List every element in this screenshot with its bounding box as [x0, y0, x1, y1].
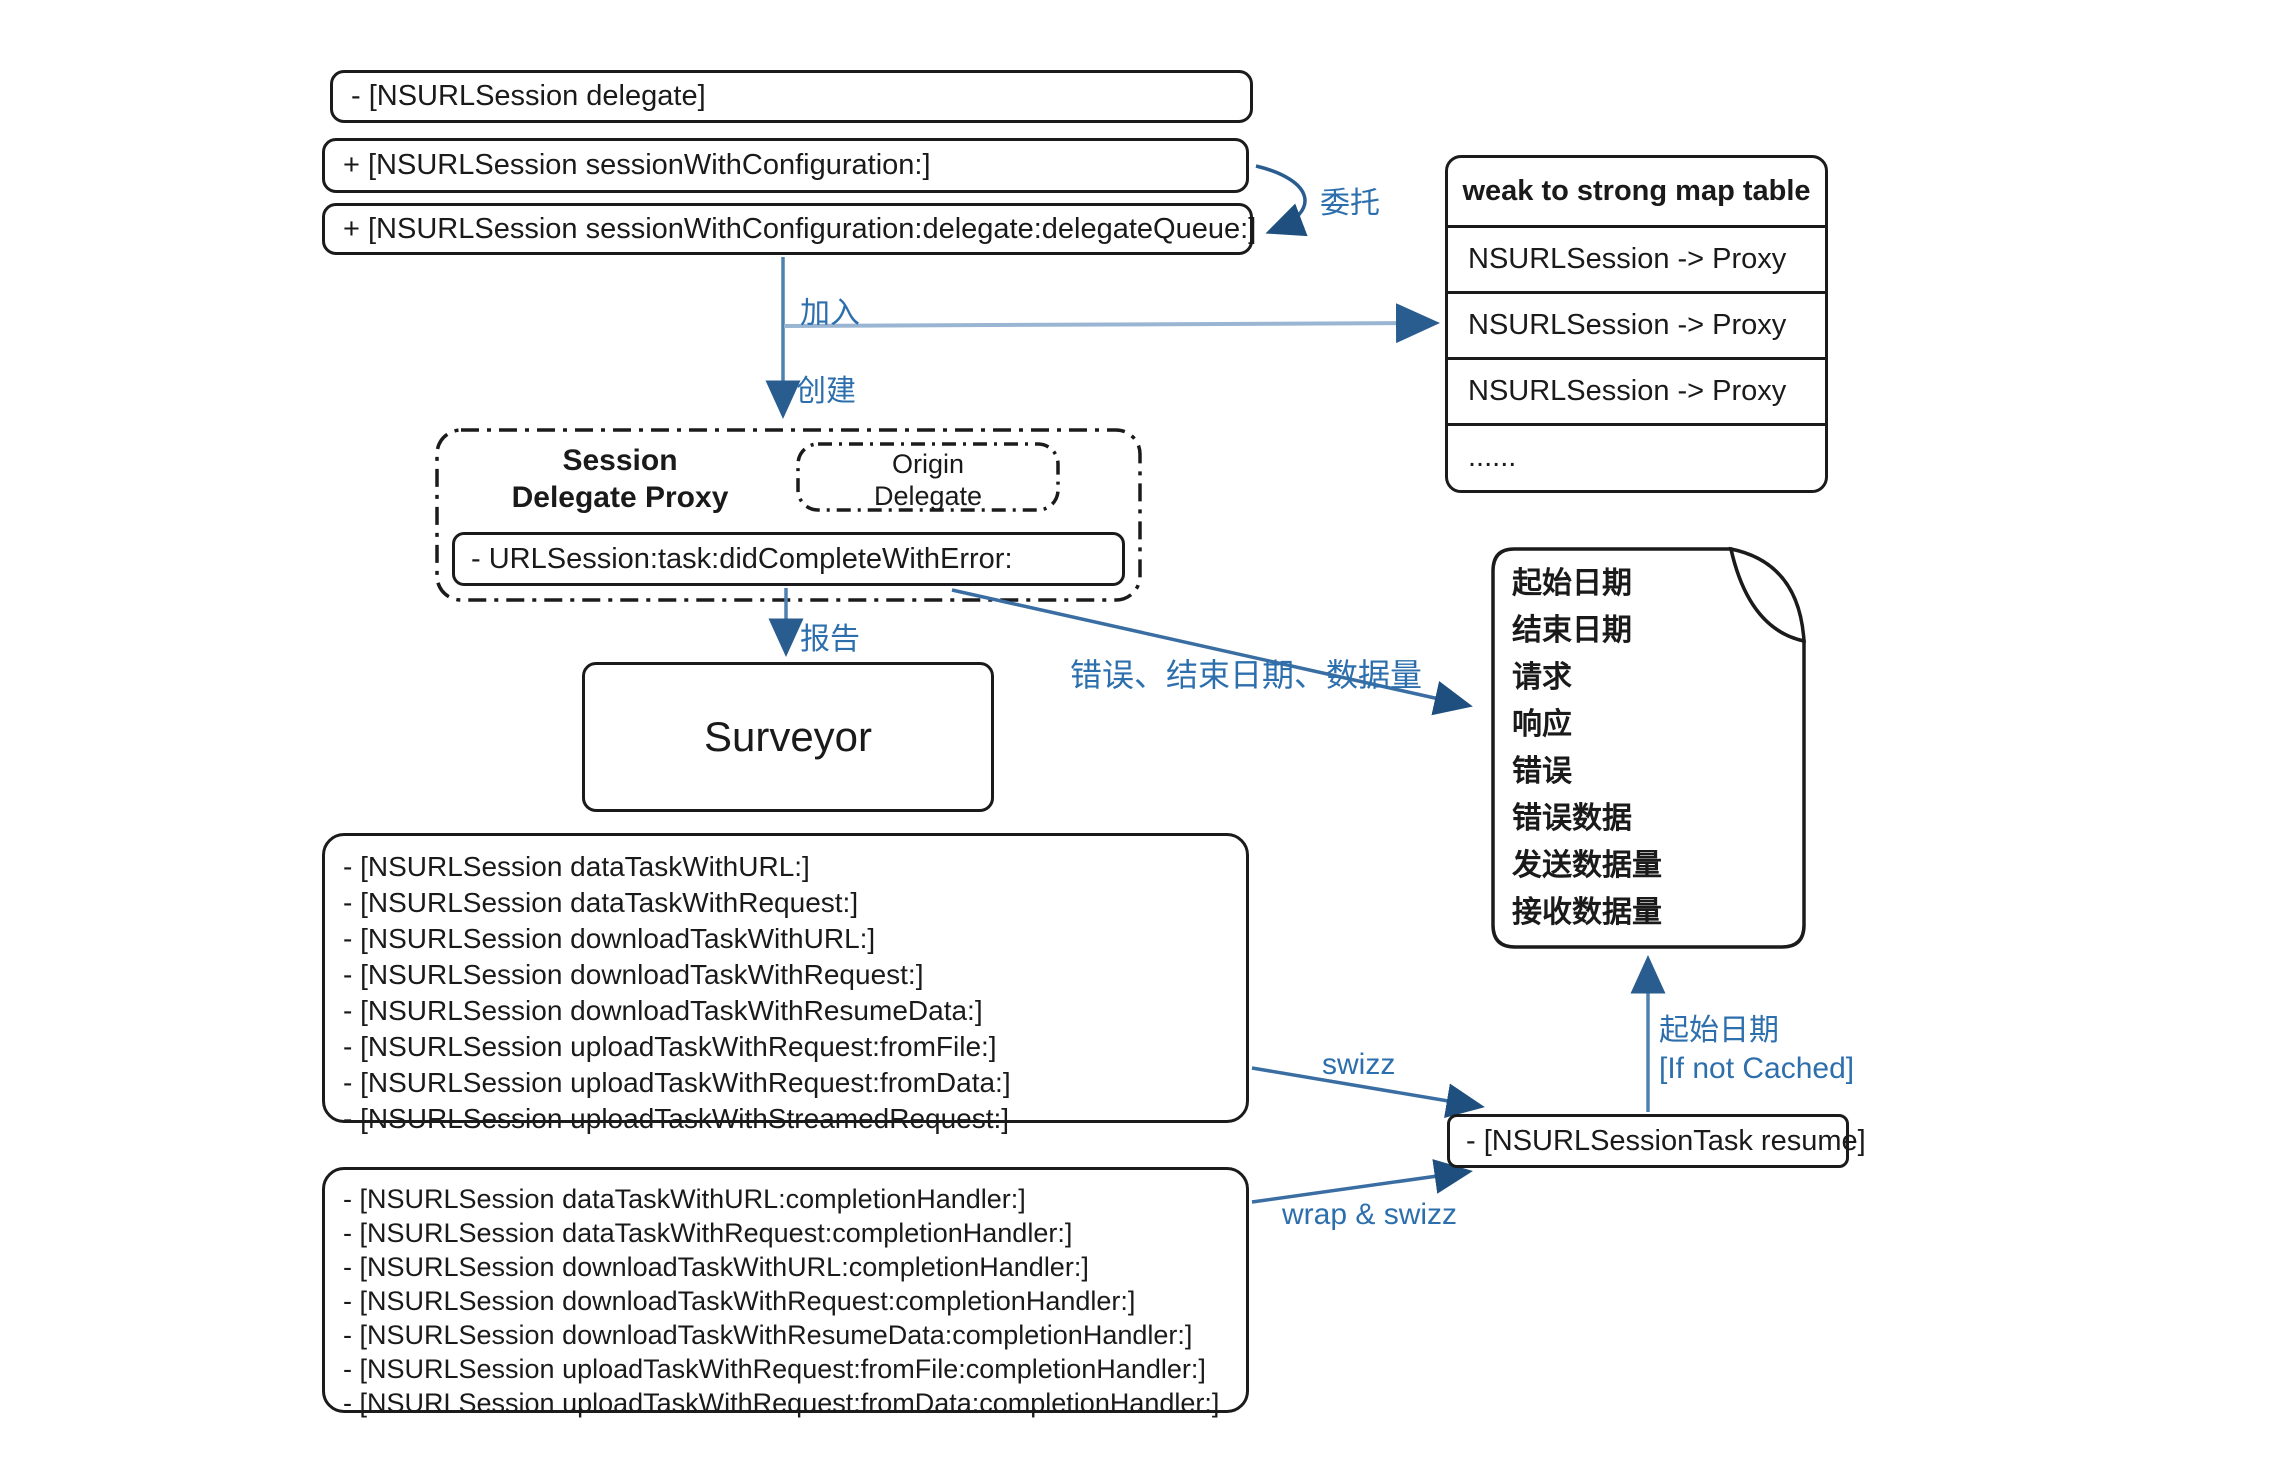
error-info-arrow [951, 588, 1473, 716]
if-not-cached-label: [If not Cached] [1659, 1052, 1855, 1085]
map-table-title: weak to strong map table [1462, 175, 1811, 207]
completion-handler-method: - [NSURLSession uploadTaskWithRequest:fr… [343, 1388, 1220, 1418]
error-info-arrow-label: 错误、结束日期、数据量 [1070, 657, 1423, 693]
task-factory-method: - [NSURLSession downloadTaskWithResumeDa… [343, 995, 983, 1026]
delegate-curve-arrow [1255, 164, 1308, 237]
record-note-field: 发送数据量 [1512, 849, 1662, 882]
join-arrow [783, 303, 1440, 344]
create-arrow-label: 创建 [796, 375, 856, 408]
record-note-fold [1728, 546, 1806, 644]
record-note-field: 接收数据量 [1512, 896, 1662, 929]
did-complete-with-error-box: - URLSession:task:didCompleteWithError: [452, 532, 1125, 586]
task-factory-method: - [NSURLSession downloadTaskWithRequest:… [343, 959, 924, 990]
session-with-configuration-delegate-queue-box: + [NSURLSession sessionWithConfiguration… [322, 203, 1256, 255]
completion-handler-method: - [NSURLSession dataTaskWithRequest:comp… [343, 1218, 1073, 1248]
weak-to-strong-map-table: weak to strong map table NSURLSession ->… [1445, 155, 1828, 493]
record-note-field: 错误数据 [1512, 802, 1632, 835]
nsurlsession-delegate-box: - [NSURLSession delegate] [330, 70, 1253, 123]
task-factory-method: - [NSURLSession uploadTaskWithRequest:fr… [343, 1067, 1011, 1098]
map-table-row: NSURLSession -> Proxy [1448, 225, 1825, 291]
session-with-configuration-box: + [NSURLSession sessionWithConfiguration… [322, 138, 1249, 193]
completion-handler-method: - [NSURLSession uploadTaskWithRequest:fr… [343, 1354, 1206, 1384]
record-note-field: 请求 [1512, 661, 1572, 694]
report-arrow-label: 报告 [800, 623, 860, 656]
task-factory-method: - [NSURLSession dataTaskWithURL:] [343, 851, 810, 882]
completion-handler-method: - [NSURLSession downloadTaskWithURL:comp… [343, 1252, 1089, 1282]
map-table-row: ...... [1448, 423, 1825, 489]
wrap-swizz-arrow-label: wrap & swizz [1282, 1198, 1458, 1231]
task-factory-method: - [NSURLSession uploadTaskWithStreamedRe… [343, 1103, 1010, 1134]
completion-handler-methods-box: - [NSURLSession dataTaskWithURL:completi… [322, 1167, 1249, 1418]
record-note-field: 响应 [1512, 708, 1572, 741]
record-note-fields: 起始日期结束日期请求响应错误错误数据发送数据量接收数据量 [1512, 560, 1792, 936]
origin-delegate-label: Origin Delegate [873, 449, 983, 511]
record-note-field: 起始日期 [1512, 567, 1632, 600]
swizz-arrow [1251, 1066, 1485, 1119]
task-factory-method: - [NSURLSession uploadTaskWithRequest:fr… [343, 1031, 997, 1062]
session-delegate-proxy-title: Session Delegate Proxy [511, 444, 729, 514]
record-note-field: 错误 [1512, 755, 1572, 788]
task-factory-methods-box: - [NSURLSession dataTaskWithURL:] - [NSUR… [322, 833, 1249, 1134]
surveyor-box: Surveyor [582, 662, 994, 812]
task-factory-method: - [NSURLSession downloadTaskWithURL:] [343, 923, 876, 954]
wrap-swizz-arrow [1251, 1159, 1473, 1204]
map-table-row: NSURLSession -> Proxy [1448, 357, 1825, 423]
task-factory-method: - [NSURLSession dataTaskWithRequest:] [343, 887, 859, 918]
record-note-field: 结束日期 [1512, 614, 1632, 647]
delegate-arrow-label: 委托 [1320, 187, 1380, 220]
join-arrow-label: 加入 [800, 297, 860, 330]
map-table-row: NSURLSession -> Proxy [1448, 291, 1825, 357]
swizz-arrow-label: swizz [1322, 1048, 1396, 1081]
completion-handler-method: - [NSURLSession downloadTaskWithResumeDa… [343, 1320, 1193, 1350]
nsurlsessiontask-resume-box: - [NSURLSessionTask resume] [1447, 1114, 1866, 1168]
completion-handler-method: - [NSURLSession dataTaskWithURL:completi… [343, 1184, 1026, 1214]
completion-handler-method: - [NSURLSession downloadTaskWithRequest:… [343, 1286, 1136, 1316]
start-date-arrow-label: 起始日期 [1659, 1014, 1779, 1047]
